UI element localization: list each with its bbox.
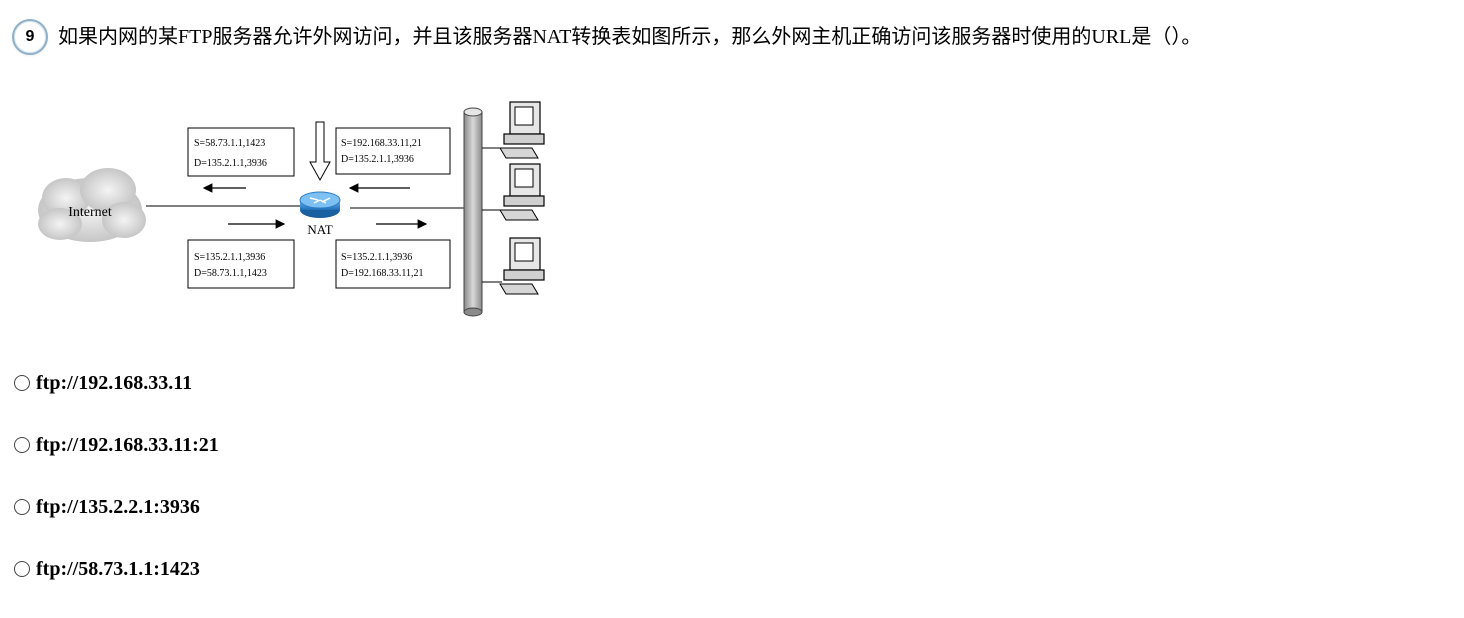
option-label: ftp://192.168.33.11:21 xyxy=(36,433,219,456)
radio-button[interactable] xyxy=(14,437,30,453)
question-text: 如果内网的某FTP服务器允许外网访问，并且该服务器NAT转换表如图所示，那么外网… xyxy=(58,26,1202,48)
answer-options: ftp://192.168.33.11 ftp://192.168.33.11:… xyxy=(14,370,514,618)
radio-button[interactable] xyxy=(14,375,30,391)
option-label: ftp://192.168.33.11 xyxy=(36,371,193,394)
internet-label: Internet xyxy=(68,205,112,220)
box-bottom-right-line2: D=192.168.33.11,21 xyxy=(341,268,424,279)
box-top-left-line1: S=58.73.1.1,1423 xyxy=(194,138,265,149)
radio-button[interactable] xyxy=(14,499,30,515)
question-number-badge: 9 xyxy=(12,19,48,55)
computer-icon xyxy=(499,163,545,221)
answer-option[interactable]: ftp://135.2.2.1:3936 xyxy=(14,494,514,520)
option-label: ftp://135.2.2.1:3936 xyxy=(36,495,200,518)
box-top-left-line2: D=135.2.1.1,3936 xyxy=(194,158,267,169)
answer-option[interactable]: ftp://58.73.1.1:1423 xyxy=(14,556,514,582)
nat-label: NAT xyxy=(307,222,332,237)
option-label: ftp://58.73.1.1:1423 xyxy=(36,557,200,580)
answer-option[interactable]: ftp://192.168.33.11 xyxy=(14,370,514,396)
box-bottom-left xyxy=(187,239,295,289)
answer-option[interactable]: ftp://192.168.33.11:21 xyxy=(14,432,514,458)
box-top-right-line1: S=192.168.33.11,21 xyxy=(341,138,422,149)
box-bottom-left-line2: D=58.73.1.1,1423 xyxy=(194,268,267,279)
question-header: 9 如果内网的某FTP服务器允许外网访问，并且该服务器NAT转换表如图所示，那么… xyxy=(12,18,1452,56)
nat-diagram: Internet NAT S=58.73.1.1,1423 D=135.2.1.… xyxy=(38,101,545,317)
lan-backbone-icon xyxy=(463,107,483,317)
computer-icon xyxy=(499,237,545,295)
box-bottom-right xyxy=(335,239,451,289)
computer-icon xyxy=(499,101,545,159)
box-top-right xyxy=(335,127,451,175)
box-bottom-left-line1: S=135.2.1.1,3936 xyxy=(194,252,265,263)
internet-cloud-icon xyxy=(38,168,146,242)
inbound-arrow-icon xyxy=(309,121,331,182)
nat-router-icon xyxy=(299,191,341,218)
box-top-right-line2: D=135.2.1.1,3936 xyxy=(341,154,414,165)
radio-button[interactable] xyxy=(14,561,30,577)
box-bottom-right-line1: S=135.2.1.1,3936 xyxy=(341,252,412,263)
box-top-left xyxy=(187,127,295,177)
